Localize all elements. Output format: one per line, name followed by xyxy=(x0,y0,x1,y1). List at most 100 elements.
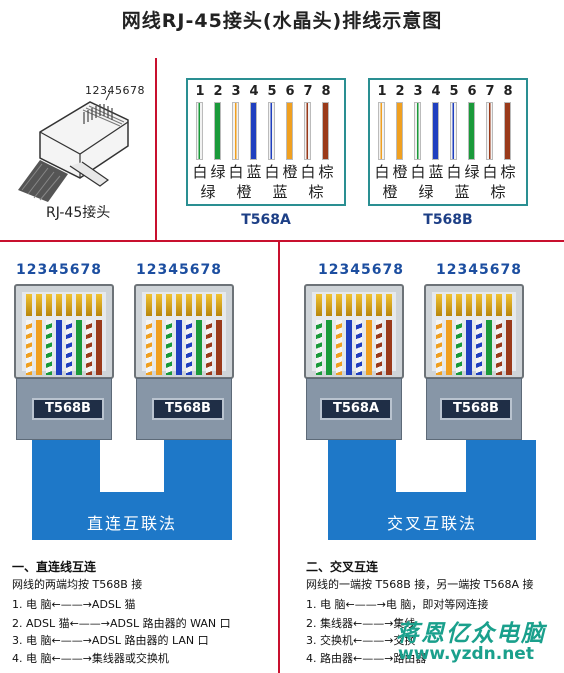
cross-section-title: 二、交叉互连 xyxy=(306,560,379,574)
wire-name-top: 白 xyxy=(228,163,244,181)
wire-color-bar xyxy=(468,102,475,160)
wire-name-bottom: 蓝 xyxy=(454,183,470,201)
connector-wire xyxy=(336,320,342,375)
gold-contact xyxy=(356,294,362,316)
wire-name-top: 白 xyxy=(300,163,316,181)
wire-color-bar xyxy=(432,102,439,160)
plug-label: RJ-45接头 xyxy=(46,205,111,221)
pin-number: 2 xyxy=(213,84,223,99)
connector-wire xyxy=(36,320,42,375)
wire-name-top: 白 xyxy=(446,163,462,181)
straight-line: 3. 电 脑←——→ADSL 路由器的 LAN 口 xyxy=(12,634,209,647)
wire-name-bottom: 棕 xyxy=(308,183,324,201)
rj45-connector xyxy=(424,284,524,379)
connector-wire xyxy=(146,320,152,375)
wire-name-bottom: 橙 xyxy=(236,183,252,201)
wire-name-top: 蓝 xyxy=(246,163,262,181)
gold-contact xyxy=(456,294,462,316)
gold-contact xyxy=(166,294,172,316)
cross-right-pin-digits: 12345678 xyxy=(436,262,522,278)
straight-line: 网线的两端均按 T568B 接 xyxy=(12,578,143,591)
rj45-connector xyxy=(134,284,234,379)
cross-line: 3. 交换机←——→交换 xyxy=(306,634,416,647)
wire-color-bar xyxy=(196,102,203,160)
wire-name-top: 绿 xyxy=(464,163,480,181)
wire-color-bar xyxy=(504,102,511,160)
gold-contact xyxy=(366,294,372,316)
wire-color-bar xyxy=(268,102,275,160)
connector-wire xyxy=(166,320,172,375)
rj45-connector xyxy=(304,284,404,379)
connector-wire xyxy=(456,320,462,375)
pin-number: 7 xyxy=(485,84,495,99)
wire-name-top: 棕 xyxy=(500,163,516,181)
connector-wire xyxy=(316,320,322,375)
gold-contact xyxy=(156,294,162,316)
cross-left-tag: T568A xyxy=(320,398,392,420)
pin-number: 4 xyxy=(249,84,259,99)
wire-name-bottom: 绿 xyxy=(200,183,216,201)
straight-line: 1. 电 脑←——→ADSL 猫 xyxy=(12,598,136,611)
watermark-logo: 蒋恩亿众电脑 xyxy=(396,620,546,647)
straight-left-tag: T568B xyxy=(32,398,104,420)
connector-wire xyxy=(326,320,332,375)
pin-number: 7 xyxy=(303,84,313,99)
gold-contact xyxy=(206,294,212,316)
pin-number: 4 xyxy=(431,84,441,99)
gold-contact xyxy=(336,294,342,316)
connector-wire xyxy=(176,320,182,375)
wire-color-bar xyxy=(378,102,385,160)
gold-contact xyxy=(496,294,502,316)
straight-cable-gap xyxy=(100,440,164,492)
wire-name-bottom: 橙 xyxy=(382,183,398,201)
connector-wire xyxy=(496,320,502,375)
cross-line: 4. 路由器←——→路由器 xyxy=(306,652,427,665)
wire-color-bar xyxy=(486,102,493,160)
connector-body xyxy=(312,292,396,375)
connector-wire xyxy=(366,320,372,375)
cross-line: 网线的一端按 T568B 接，另一端按 T568A 接 xyxy=(306,578,534,591)
pin-number: 6 xyxy=(285,84,295,99)
connector-wire xyxy=(206,320,212,375)
divider-horizontal xyxy=(0,240,564,242)
wire-name-bottom: 绿 xyxy=(418,183,434,201)
connector-wire xyxy=(216,320,222,375)
pin-number: 5 xyxy=(449,84,459,99)
gold-contact xyxy=(176,294,182,316)
pin-number: 1 xyxy=(195,84,205,99)
connector-wire xyxy=(376,320,382,375)
cross-line: 2. 集线器←——→集线 xyxy=(306,617,416,630)
wire-color-bar xyxy=(322,102,329,160)
connector-wire xyxy=(506,320,512,375)
gold-contact xyxy=(316,294,322,316)
gold-contact xyxy=(26,294,32,316)
cross-cable-label: 交叉互联法 xyxy=(386,514,477,533)
gold-contact xyxy=(86,294,92,316)
wire-name-bottom: 棕 xyxy=(490,183,506,201)
pin-number: 2 xyxy=(395,84,405,99)
rj45-connector xyxy=(14,284,114,379)
connector-wire xyxy=(96,320,102,375)
connector-wire xyxy=(486,320,492,375)
straight-right-pin-digits: 12345678 xyxy=(136,262,222,278)
wire-name-bottom: 蓝 xyxy=(272,183,288,201)
pin-number: 8 xyxy=(503,84,513,99)
connector-wire xyxy=(186,320,192,375)
divider-top-vertical xyxy=(155,58,157,240)
connector-wire xyxy=(196,320,202,375)
gold-contact xyxy=(76,294,82,316)
gold-contact xyxy=(46,294,52,316)
wire-color-bar xyxy=(304,102,311,160)
wire-color-bar xyxy=(450,102,457,160)
gold-contact xyxy=(476,294,482,316)
pin-number: 3 xyxy=(413,84,423,99)
connector-wire xyxy=(446,320,452,375)
wire-name-top: 白 xyxy=(264,163,280,181)
gold-contact xyxy=(466,294,472,316)
wire-name-top: 橙 xyxy=(282,163,298,181)
gold-contact xyxy=(326,294,332,316)
gold-contact xyxy=(36,294,42,316)
wire-name-top: 蓝 xyxy=(428,163,444,181)
